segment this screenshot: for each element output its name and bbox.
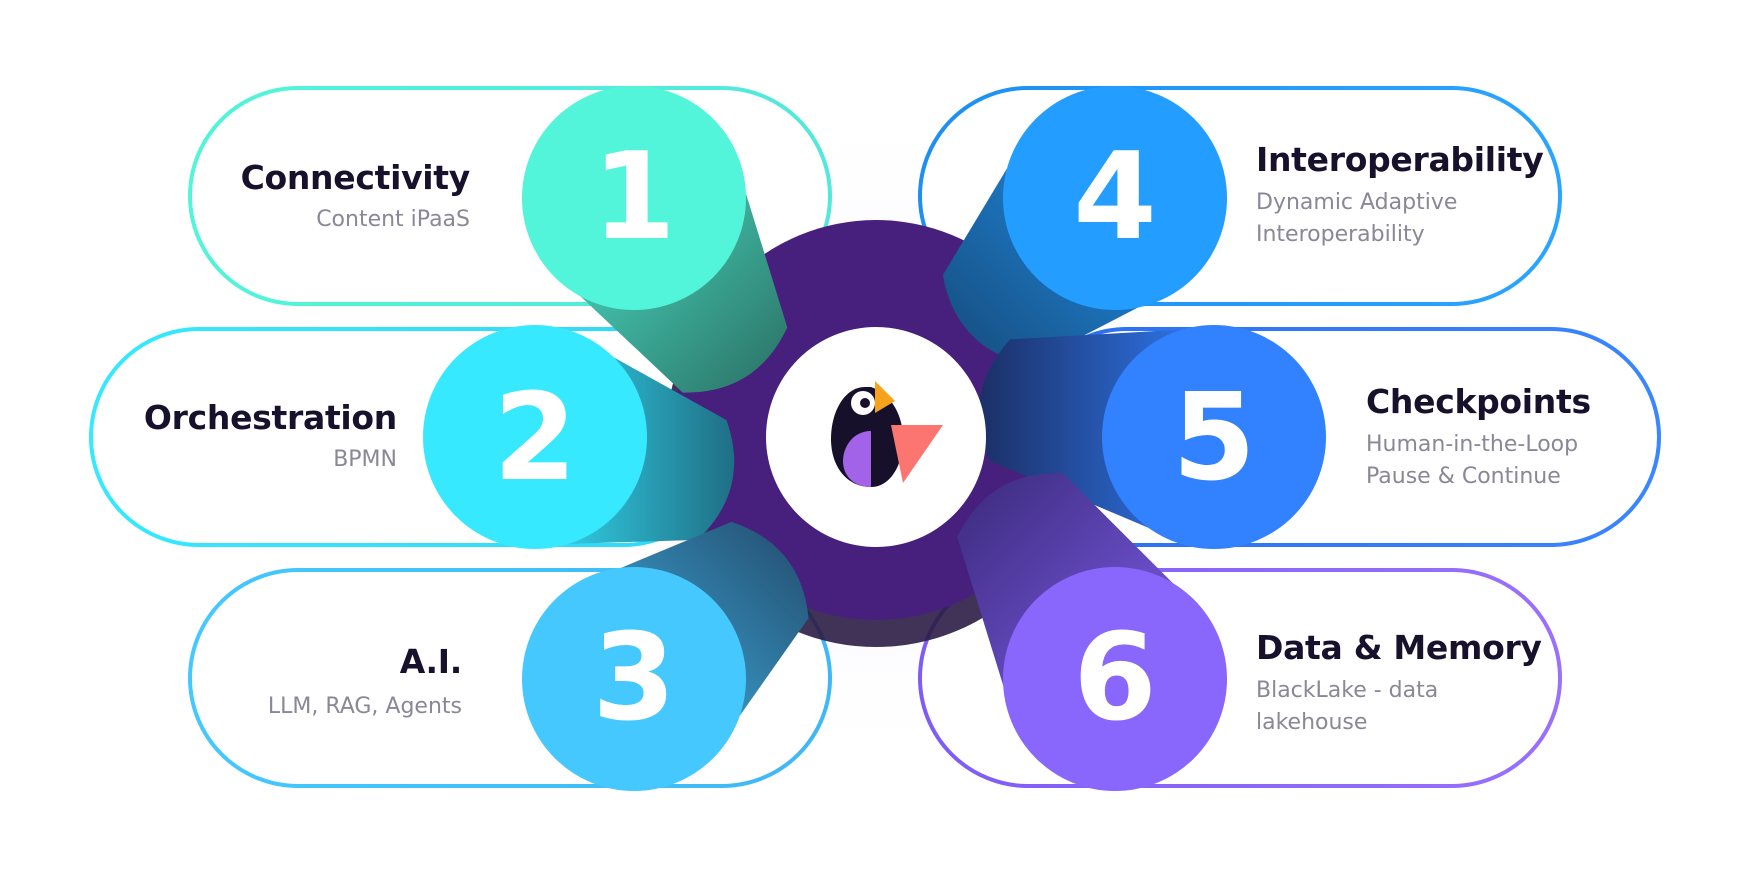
item-1-subtitle: Content iPaaS <box>316 207 470 232</box>
item-1-number: 1 <box>592 128 676 267</box>
number-circle-2 <box>423 325 647 549</box>
item-5-title: Checkpoints <box>1366 382 1591 421</box>
item-6-subtitle-line1: BlackLake - data <box>1256 678 1439 703</box>
item-1-title: Connectivity <box>240 158 471 197</box>
item-6-subtitle-line2: lakehouse <box>1256 710 1368 735</box>
item-4-title: Interoperability <box>1256 140 1544 179</box>
tube-2 <box>423 325 735 549</box>
item-4-subtitle-line2: Interoperability <box>1256 222 1425 247</box>
item-3-subtitle: LLM, RAG, Agents <box>267 694 462 719</box>
center-logo <box>766 327 986 547</box>
tube-5 <box>978 325 1326 549</box>
bird-body-right <box>871 387 903 487</box>
item-6-title: Data & Memory <box>1256 628 1542 667</box>
number-circle-4 <box>1003 86 1227 310</box>
tube-3 <box>522 521 809 791</box>
number-circle-1 <box>522 86 746 310</box>
number-circle-5 <box>1102 325 1326 549</box>
bird-logo-icon <box>831 381 943 487</box>
tube-1 <box>522 86 788 393</box>
tubes <box>423 86 1326 791</box>
item-2-number: 2 <box>493 369 577 508</box>
item-5-number: 5 <box>1172 369 1256 508</box>
item-2-title: Orchestration <box>143 398 397 437</box>
bird-wing-icon <box>891 425 943 483</box>
tube-4 <box>942 86 1227 365</box>
item-3-title: A.I. <box>399 642 463 681</box>
number-circle-3 <box>522 567 746 791</box>
item-5-subtitle-line1: Human-in-the-Loop <box>1366 432 1579 457</box>
bird-body-purple <box>843 431 871 487</box>
tube-6 <box>957 473 1227 791</box>
number-circle-6 <box>1003 567 1227 791</box>
item-3-number: 3 <box>592 609 676 748</box>
item-4-subtitle-line1: Dynamic Adaptive <box>1256 190 1458 215</box>
bird-eye-pupil <box>860 398 870 408</box>
item-2-subtitle: BPMN <box>333 447 397 472</box>
bird-beak-icon <box>875 381 895 413</box>
item-5-subtitle-line2: Pause & Continue <box>1366 464 1561 489</box>
item-4-number: 4 <box>1073 128 1157 267</box>
item-6-number: 6 <box>1073 609 1157 748</box>
